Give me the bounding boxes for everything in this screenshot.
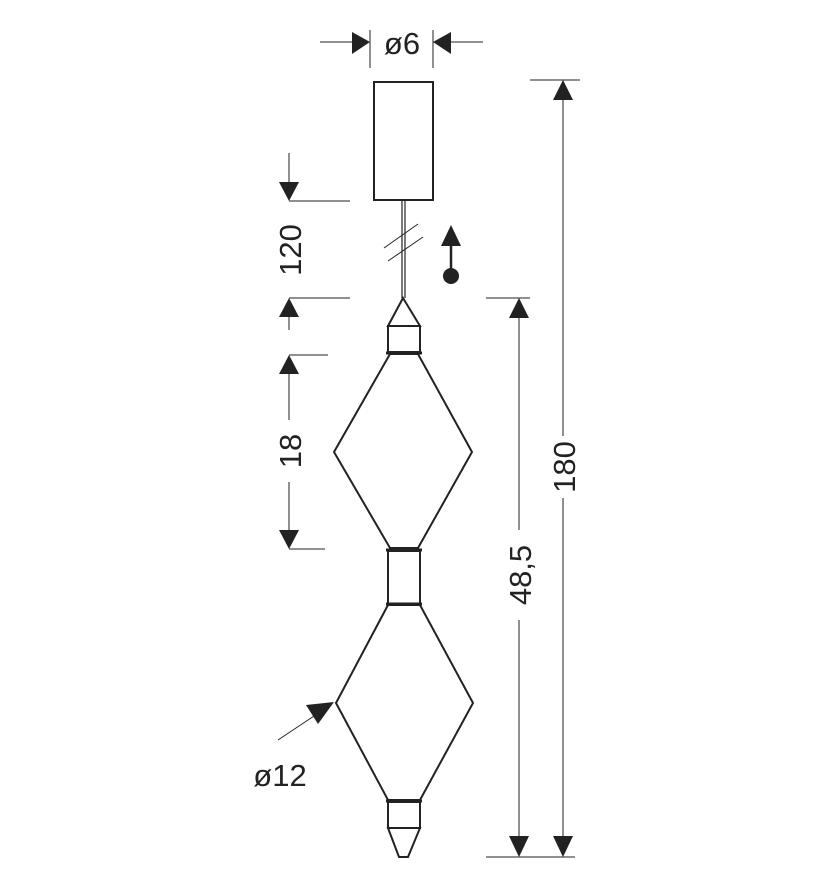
lamp-body-height-dimension: [486, 297, 530, 858]
height-adjustable-icon: [441, 225, 461, 284]
module-height-label: 18: [273, 434, 308, 468]
total-height-label: 180: [547, 441, 582, 493]
cable: [383, 200, 424, 298]
lamp-diameter-label: ø12: [253, 758, 306, 793]
lamp-body-height-label: 48,5: [503, 545, 538, 605]
lamp-body: [332, 295, 475, 858]
lower-diamond: [334, 604, 475, 801]
lamp-diameter-leader: [277, 702, 334, 741]
module-height-dimension: [279, 354, 328, 550]
upper-diamond: [332, 353, 474, 549]
canopy-diameter-dimension: [320, 30, 483, 68]
canopy: [373, 81, 434, 201]
total-height-dimension: [530, 79, 580, 858]
cable-length-label: 120: [273, 224, 308, 276]
cable-length-dimension: [279, 153, 350, 330]
canopy-diameter-label: ø6: [384, 26, 420, 61]
